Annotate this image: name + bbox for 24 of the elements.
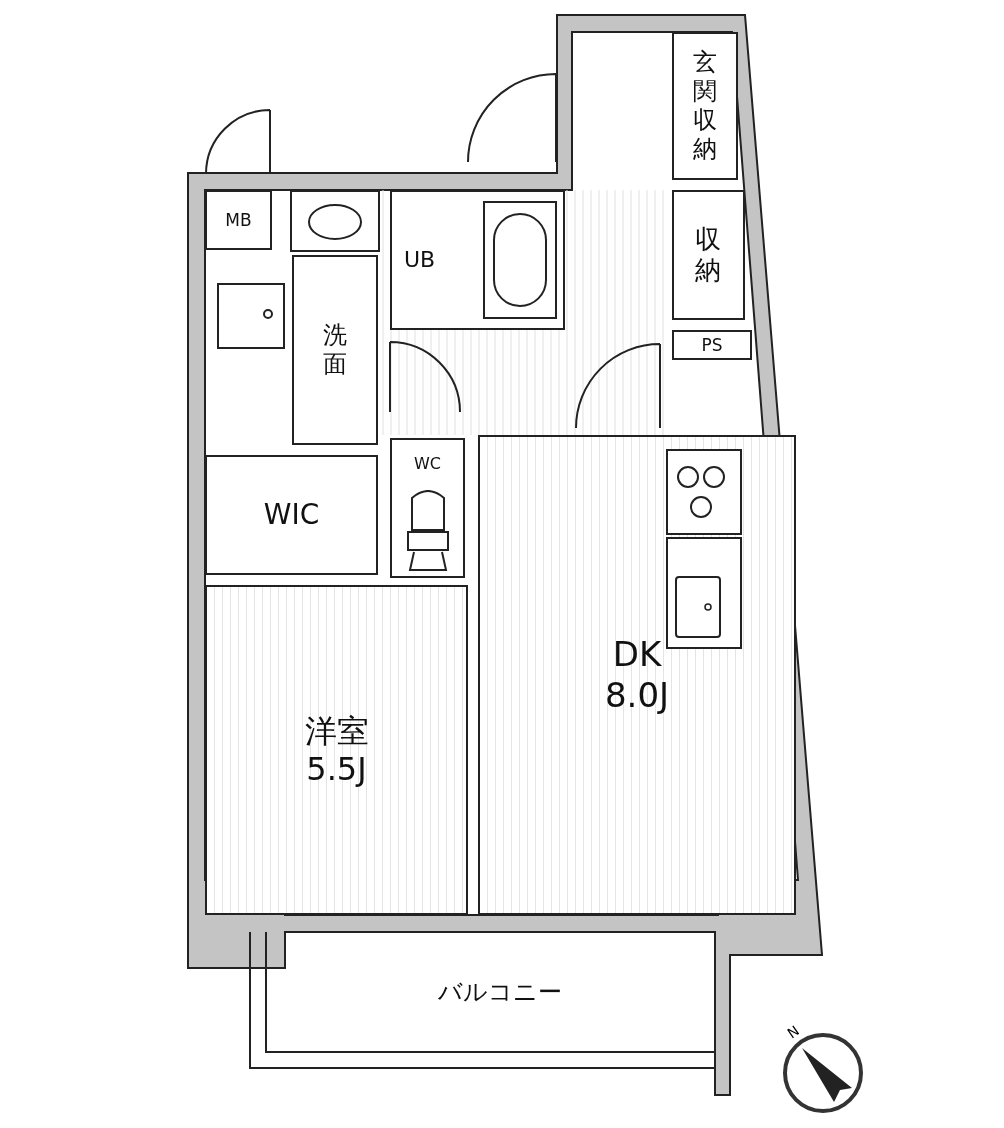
room-size: 5.5J	[306, 750, 367, 789]
bedroom	[205, 585, 468, 915]
room-size: 8.0J	[604, 675, 670, 716]
north-label: N	[784, 1022, 803, 1042]
storage-closet	[672, 190, 745, 320]
walk-in-closet	[205, 455, 378, 575]
room-name: 洋室	[304, 711, 369, 750]
room-name: DK	[612, 634, 662, 675]
room-name: WIC	[263, 498, 320, 532]
dining-kitchen	[478, 435, 796, 915]
room-name: PS	[701, 334, 723, 356]
meter-box	[205, 190, 272, 250]
storage-closet	[672, 32, 738, 180]
room-name: UB	[404, 246, 436, 274]
bathroom	[390, 190, 565, 330]
room-name: 収納	[694, 223, 723, 287]
room-name: MB	[225, 209, 252, 231]
room-name: 洗面	[322, 321, 348, 379]
toilet-room	[390, 438, 465, 578]
pipe-space	[672, 330, 752, 360]
room-name: WC	[414, 454, 441, 474]
washroom	[292, 255, 378, 445]
room-name: 玄関収納	[692, 48, 718, 164]
room-name: バルコニー	[438, 977, 562, 1007]
